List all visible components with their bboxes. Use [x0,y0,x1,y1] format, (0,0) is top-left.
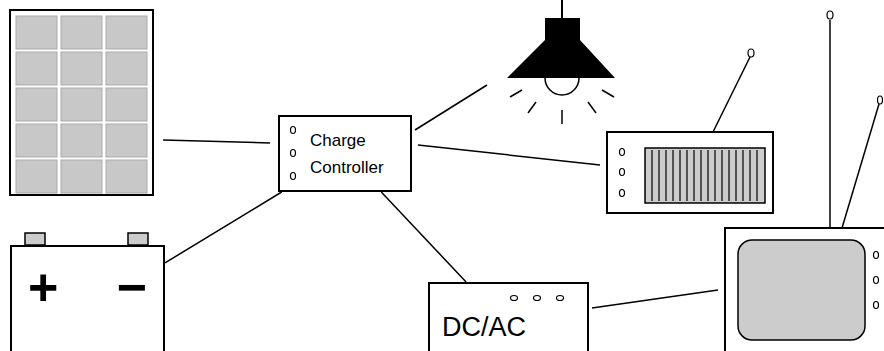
radio-part [713,57,750,132]
solar-panel-part-part [16,160,57,193]
radio-part [748,49,754,57]
solar-panel-part-part [106,88,147,121]
inverter-leds [511,296,564,301]
node-label: Charge Controller [310,127,402,181]
radio-part-part [742,150,743,201]
solar-panel-part-part [106,16,147,49]
radio [607,49,773,213]
lamp [507,0,615,124]
radio-part-part [735,150,736,201]
solar-panel-part-part [106,160,147,193]
lamp-part [545,78,579,95]
solar-panel-part [16,16,147,193]
lamp-part [510,90,614,124]
television [725,11,884,351]
television-part [874,252,879,259]
wire-part [592,290,718,308]
television-part [738,240,865,340]
wire-connector [381,192,466,282]
battery-terminal-part [25,233,45,245]
inverter-leds-part [511,296,518,301]
solar-panel-part-part [61,52,102,85]
radio-part-part [686,150,687,201]
lamp-part-part [528,102,536,113]
television-part [827,11,833,19]
television-part [874,277,879,284]
radio-part-part [721,150,722,201]
radio-part-part [651,150,652,201]
terminal-sign: − [117,261,147,313]
wire-part [163,140,270,143]
lamp-part-part [561,110,563,124]
radio-part-part [749,150,750,201]
terminal-sign: + [28,261,58,313]
radio-part [645,148,765,203]
radio-part-part [665,150,666,201]
solar-panel-part [10,10,153,195]
lamp-part-part [588,102,596,113]
radio-part-part [756,150,757,201]
radio-part-part [679,150,680,201]
radio-part [620,190,625,197]
solar-panel-part-part [61,88,102,121]
controller-leds-part [291,173,296,180]
lamp-part [561,0,563,18]
radio-part [620,169,625,176]
controller-leds [291,127,296,180]
controller-leds-part [291,127,296,134]
solar-panel-part-part [16,88,57,121]
charge-controller-box: Charge Controller [278,115,412,192]
radio-part-part [728,150,729,201]
solar-panel-part-part [16,124,57,157]
wire-part [418,145,600,165]
television-part [878,96,883,104]
radio-part-part [693,150,694,201]
battery-terminal-part [128,233,148,245]
television-part [842,104,879,228]
lamp-part [507,18,615,78]
radio-part-part [714,150,715,201]
battery-box: +− [10,245,165,351]
radio-part [620,149,625,156]
solar-panel [10,10,153,195]
battery-terminal [25,233,148,245]
solar-panel-part-part [16,52,57,85]
solar-panel-part-part [106,52,147,85]
controller-leds-part [291,150,296,157]
radio-part [607,132,773,213]
solar-panel-part-part [106,124,147,157]
solar-panel-part-part [61,16,102,49]
solar-panel-part-part [16,16,57,49]
radio-part-part [707,150,708,201]
solar-panel-part-part [61,160,102,193]
television-part [829,20,831,228]
radio-part [652,150,757,201]
node-label: DC/AC [442,311,579,343]
lamp-part-part [602,90,614,97]
radio-part-part [658,150,659,201]
radio-part-part [672,150,673,201]
inverter-leds-part [557,296,564,301]
solar-panel-part-part [61,124,102,157]
wire-connector [165,192,282,263]
television-part [874,302,879,309]
inverter-box: DC/AC [428,282,589,351]
television-part [725,228,884,351]
radio-part-part [700,150,701,201]
inverter-leds-part [534,296,541,301]
wire-part [415,85,487,130]
lamp-part-part [510,90,522,97]
